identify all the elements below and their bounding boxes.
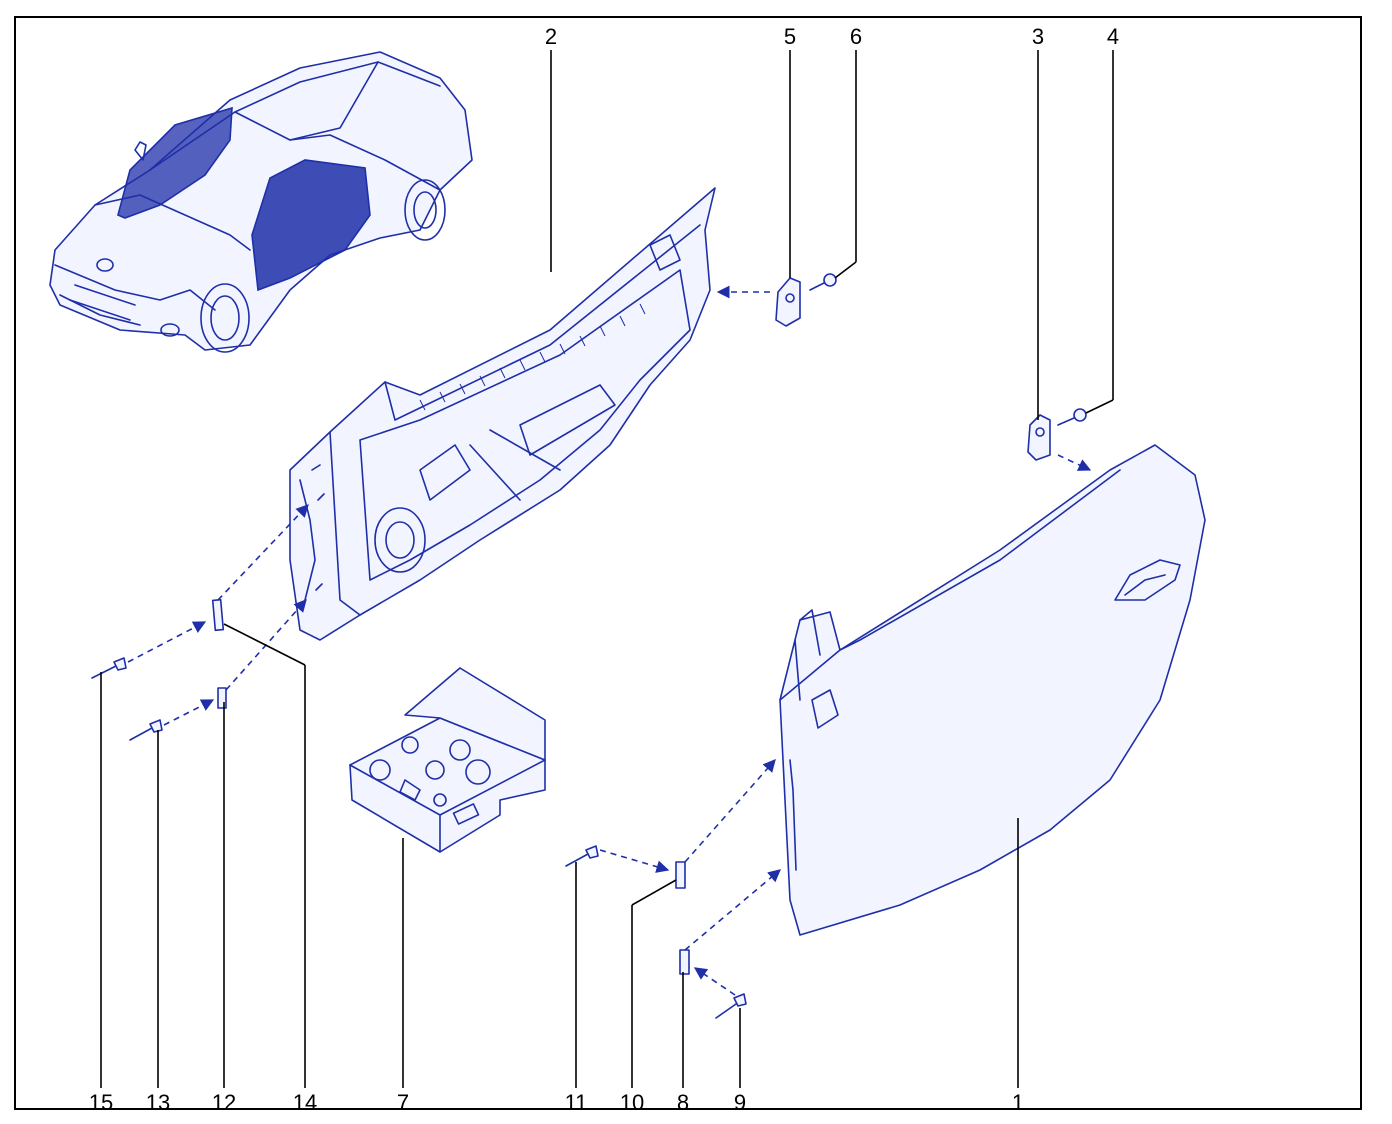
callout-15: 15 bbox=[89, 1090, 113, 1115]
hinge-upper-rear bbox=[775, 277, 801, 327]
callout-6: 6 bbox=[850, 24, 862, 49]
repair-kit-box bbox=[349, 667, 546, 853]
rivet-13 bbox=[129, 719, 163, 741]
car-door-highlight bbox=[251, 159, 371, 292]
callout-3: 3 bbox=[1032, 24, 1044, 49]
hinge-bolt-lower bbox=[1057, 408, 1087, 426]
callout-7: 7 bbox=[397, 1090, 409, 1115]
callout-4: 4 bbox=[1107, 24, 1119, 49]
callout-9: 9 bbox=[734, 1090, 746, 1115]
hinge-upper-front bbox=[1027, 414, 1051, 461]
callout-labels: 2 5 6 3 4 15 13 12 14 7 11 10 8 9 1 bbox=[89, 24, 1119, 1115]
callout-11: 11 bbox=[565, 1090, 588, 1115]
clip-14 bbox=[211, 598, 225, 632]
clip-10 bbox=[675, 861, 686, 889]
callout-14: 14 bbox=[293, 1090, 317, 1115]
clip-8 bbox=[679, 949, 690, 975]
car-windshield-highlight bbox=[117, 106, 233, 219]
clip-12 bbox=[217, 687, 227, 709]
rivet-11 bbox=[565, 845, 599, 867]
car-overview-illustration bbox=[49, 51, 473, 353]
rivet-15 bbox=[91, 657, 127, 679]
callout-2: 2 bbox=[545, 24, 557, 49]
door-inner-frame bbox=[289, 187, 716, 641]
callout-8: 8 bbox=[677, 1090, 689, 1115]
callout-5: 5 bbox=[784, 24, 796, 49]
assembly-arrows bbox=[127, 285, 1092, 996]
hinge-bolt-upper bbox=[809, 273, 837, 291]
callout-12: 12 bbox=[212, 1090, 236, 1115]
callout-13: 13 bbox=[146, 1090, 170, 1115]
callout-1: 1 bbox=[1012, 1090, 1024, 1115]
callout-10: 10 bbox=[620, 1090, 644, 1115]
rivet-9 bbox=[715, 993, 747, 1019]
door-outer-panel bbox=[779, 444, 1206, 936]
leader-lines bbox=[100, 50, 1114, 1088]
